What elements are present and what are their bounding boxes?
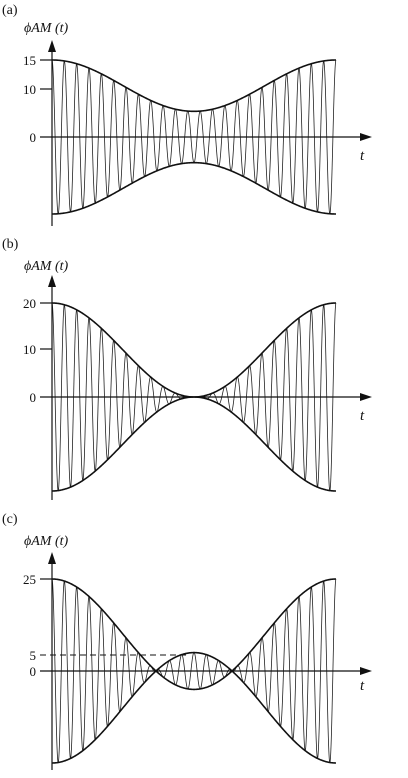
panel-a-lower-envelope xyxy=(52,161,336,215)
panel-a-ytick-0: 0 xyxy=(30,130,37,145)
panel-b-ylabel: ϕAM (t) xyxy=(24,259,69,274)
panel-b: (b) ϕAM (t) t 20 10 0 xyxy=(2,237,372,500)
panel-c-ytick-5: 5 xyxy=(30,648,37,663)
panel-a-ytick-15: 15 xyxy=(23,53,36,68)
panel-c-ylabel: ϕAM (t) xyxy=(24,534,69,549)
panel-a-upper-envelope xyxy=(52,59,336,113)
panel-a-ytick-10: 10 xyxy=(23,82,36,97)
panel-b-lower-envelope xyxy=(51,396,337,492)
panel-a: (a) ϕAM (t) t 15 10 0 xyxy=(2,3,372,226)
panel-b-xlabel: t xyxy=(360,408,365,424)
panel-b-ytick-20: 20 xyxy=(23,296,36,311)
panel-c-ytick-0: 0 xyxy=(30,664,37,679)
panel-b-axes xyxy=(40,275,372,500)
panel-b-ytick-10: 10 xyxy=(23,342,36,357)
panel-a-xlabel: t xyxy=(360,148,365,164)
panel-c-label: (c) xyxy=(2,512,18,527)
panel-c-lower-envelope xyxy=(51,651,337,764)
panel-b-label: (b) xyxy=(2,237,19,252)
panel-c-upper-envelope xyxy=(51,578,337,691)
panel-c: (c) ϕAM (t) t 25 5 0 xyxy=(2,512,372,770)
panel-c-xlabel: t xyxy=(360,678,365,694)
panel-a-label: (a) xyxy=(2,3,18,18)
panel-b-ytick-0: 0 xyxy=(30,390,37,405)
panel-b-upper-envelope xyxy=(51,302,337,398)
panel-c-axes xyxy=(40,552,372,770)
panel-c-ytick-25: 25 xyxy=(23,572,36,587)
panel-a-axes xyxy=(40,40,372,226)
panel-a-ylabel: ϕAM (t) xyxy=(24,21,69,36)
